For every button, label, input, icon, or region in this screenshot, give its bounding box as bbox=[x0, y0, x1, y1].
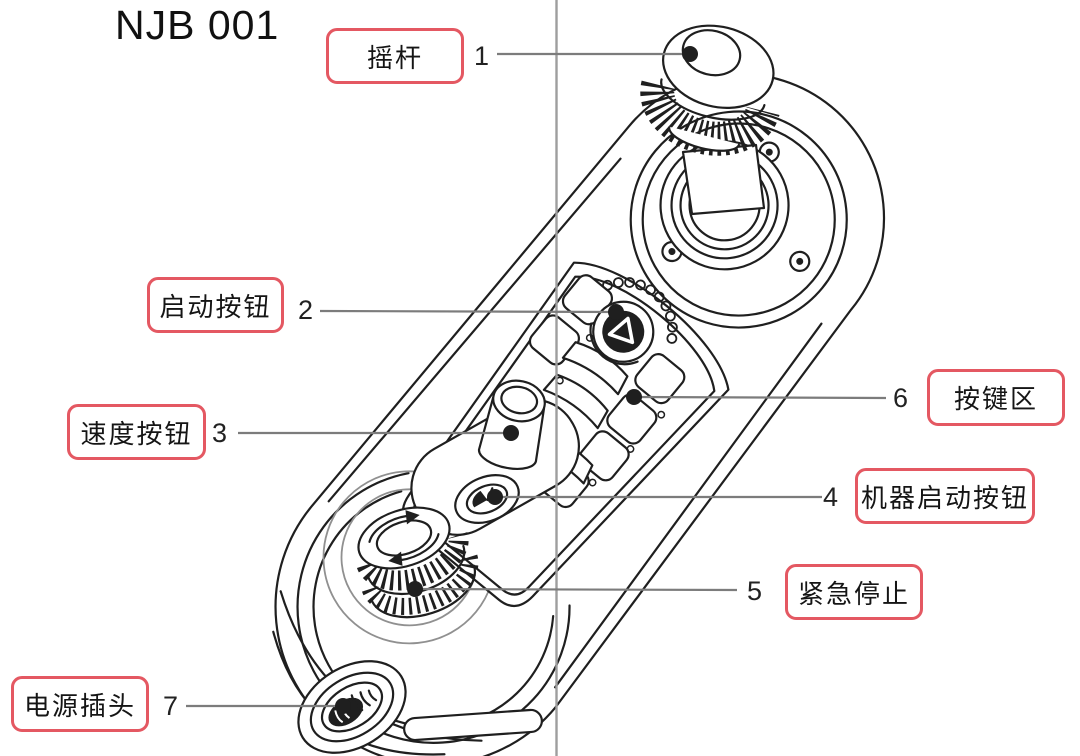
leader-line-5 bbox=[414, 587, 738, 592]
leader-dot-2 bbox=[608, 304, 624, 320]
machine-start-button bbox=[454, 474, 520, 524]
callout-start-button: 启动按钮 bbox=[147, 277, 284, 333]
callout-label: 摇杆 bbox=[366, 42, 423, 73]
housing-plate bbox=[403, 708, 543, 742]
body-contour-right bbox=[554, 322, 823, 689]
callout-label: 电源插头 bbox=[23, 690, 136, 721]
device-illustration bbox=[272, 72, 886, 756]
leader-dot-7 bbox=[335, 698, 351, 714]
callout-joystick: 摇杆 bbox=[326, 28, 464, 84]
callout-machine-start: 机器启动按钮 bbox=[855, 468, 1035, 524]
callout-label: 机器启动按钮 bbox=[860, 482, 1029, 513]
keypad-key bbox=[634, 353, 686, 405]
callout-emergency-stop: 紧急停止 bbox=[785, 564, 923, 620]
joystick-stem bbox=[681, 143, 766, 216]
emergency-stop-button bbox=[356, 506, 479, 619]
callout-number-2: 2 bbox=[298, 295, 314, 325]
rotation-arrows bbox=[368, 510, 440, 566]
callout-label: 紧急停止 bbox=[797, 578, 910, 609]
callout-power-plug: 电源插头 bbox=[11, 676, 149, 732]
leader-line-6 bbox=[633, 395, 887, 400]
callout-label: 按键区 bbox=[953, 384, 1038, 414]
callout-number-4: 4 bbox=[823, 482, 839, 512]
callout-number-3: 3 bbox=[212, 418, 228, 448]
leader-dot-4 bbox=[487, 489, 503, 505]
leader-dot-6 bbox=[626, 389, 642, 405]
keypad-key bbox=[606, 393, 658, 445]
callout-label: 启动按钮 bbox=[159, 291, 272, 322]
callout-number-1: 1 bbox=[474, 41, 490, 71]
callout-label: 速度按钮 bbox=[80, 418, 193, 449]
leader-dot-5 bbox=[407, 581, 423, 597]
page-title: NJB 001 bbox=[115, 2, 280, 48]
leader-dot-3 bbox=[503, 425, 519, 441]
callout-number-7: 7 bbox=[163, 691, 179, 721]
leader-line-2 bbox=[319, 309, 617, 314]
callout-speed-button: 速度按钮 bbox=[67, 404, 206, 460]
callout-keypad-area: 按键区 bbox=[927, 369, 1065, 426]
leader-dot-1 bbox=[682, 46, 698, 62]
callout-number-5: 5 bbox=[747, 576, 763, 606]
leader-lines bbox=[186, 46, 887, 714]
start-button bbox=[589, 300, 655, 366]
joystick-knob bbox=[640, 24, 780, 156]
callout-number-6: 6 bbox=[893, 383, 909, 413]
body-contour-left bbox=[327, 157, 622, 503]
